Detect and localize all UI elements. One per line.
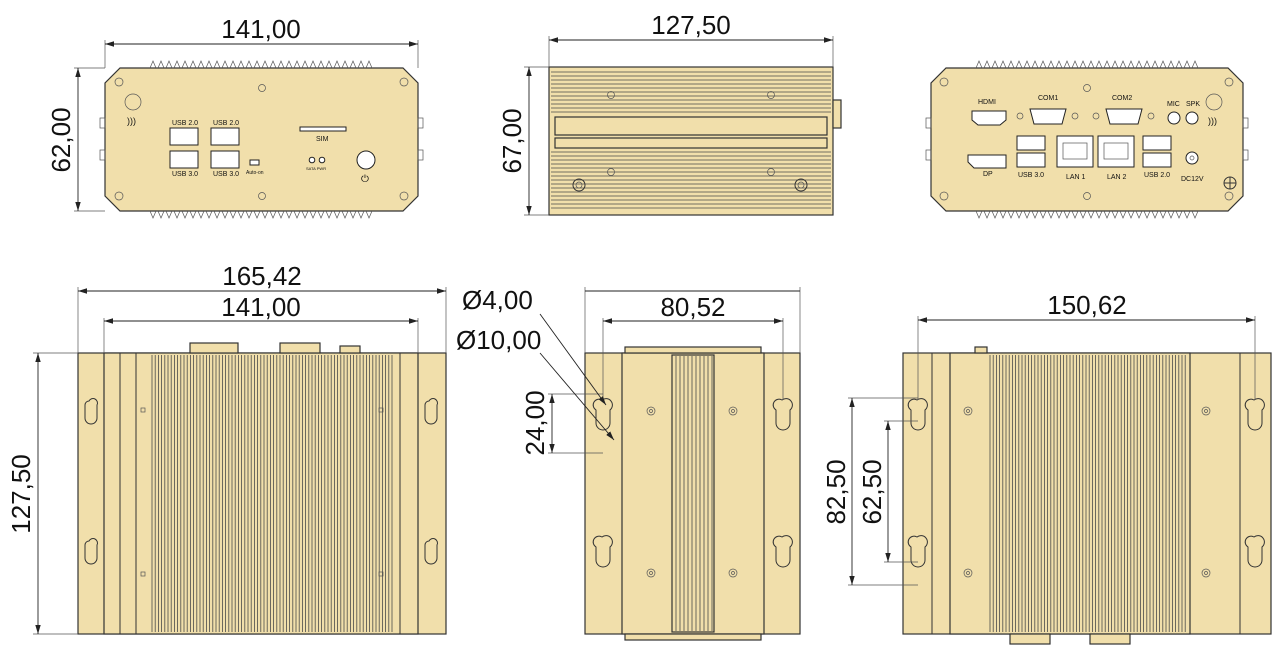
- top-view: [77, 342, 447, 635]
- lan1-label: LAN 1: [1066, 174, 1086, 181]
- dim-top-overall-width: 165,42: [222, 261, 302, 291]
- keyhole-slot: [1244, 398, 1265, 431]
- dim-hole-large: Ø10,00: [456, 325, 541, 355]
- front-usb-port: [169, 127, 199, 146]
- bottom-heatsink-fins: [931, 353, 1241, 634]
- dimension-labels: 141,00 62,00 127,50 67,00 165,42 141,00 …: [6, 10, 1127, 534]
- side-view: [548, 66, 842, 216]
- dim-bracket-spacing: 80,52: [660, 292, 725, 322]
- keyhole-slot: [84, 538, 98, 565]
- led-labels: SATA PWR: [306, 166, 326, 171]
- com1-port: [1029, 108, 1067, 125]
- dim-bottom-width: 150,62: [1047, 290, 1127, 320]
- dimension-lines: [33, 36, 1256, 635]
- dc-jack: [1185, 151, 1199, 165]
- keyhole-slot: [907, 398, 928, 431]
- front-usb-port: [210, 127, 240, 146]
- dim-front-height: 62,00: [46, 107, 76, 172]
- dp-label: DP: [983, 171, 993, 178]
- sim-label: SIM: [316, 136, 329, 143]
- keyhole-slot: [84, 398, 98, 425]
- power-button: [356, 150, 376, 170]
- spk-jack: [1185, 111, 1199, 125]
- keyhole-slot: [772, 398, 793, 431]
- com2-label: COM2: [1112, 95, 1132, 102]
- keyhole-slot: [1244, 535, 1265, 568]
- dim-bottom-inner: 62,50: [857, 459, 887, 524]
- rear-top-teeth: [975, 60, 1199, 69]
- bottom-view: [902, 346, 1272, 645]
- front-top-teeth: [149, 60, 373, 69]
- wifi-icon: ))): [1208, 116, 1217, 126]
- lan2-label: LAN 2: [1107, 174, 1127, 181]
- rear-usb30-label: USB 3.0: [1018, 172, 1044, 179]
- keyhole-slot: [424, 538, 438, 565]
- rear-usb-port: [1016, 152, 1046, 168]
- front-usb-label: USB 2.0: [213, 120, 239, 127]
- top-heatsink-fins: [119, 353, 401, 634]
- dp-port: [967, 154, 1007, 169]
- lan2-port: [1097, 135, 1135, 168]
- bracket-view: [584, 346, 801, 641]
- rear-view: HDMI DP COM1 COM2 MIC SPK ))) USB 3.0 LA…: [925, 60, 1249, 219]
- hdmi-label: HDMI: [978, 99, 996, 106]
- auto-on-label: Auto-on: [246, 170, 264, 176]
- dim-hole-small: Ø4,00: [462, 285, 533, 315]
- power-icon: ⏻: [361, 174, 369, 185]
- dim-side-length: 127,50: [651, 10, 731, 40]
- mic-label: MIC: [1167, 101, 1180, 108]
- front-usb-label: USB 3.0: [172, 171, 198, 178]
- dim-slot-length: 24,00: [520, 390, 550, 455]
- keyhole-slot: [592, 535, 613, 568]
- keyhole-slot: [772, 535, 793, 568]
- front-usb-label: USB 2.0: [172, 120, 198, 127]
- mic-jack: [1167, 111, 1181, 125]
- front-usb-port: [169, 150, 199, 169]
- dim-top-depth: 127,50: [6, 454, 36, 534]
- keyhole-slot: [424, 398, 438, 425]
- dim-front-width: 141,00: [221, 14, 301, 44]
- hdmi-port: [971, 110, 1007, 126]
- bracket-grooves: [675, 356, 713, 631]
- sim-slot: [299, 126, 347, 132]
- rear-usb-port: [1016, 135, 1046, 151]
- led-indicator: [318, 156, 326, 164]
- rear-bottom-teeth: [975, 210, 1199, 219]
- front-view: ))) USB 2.0 USB 2.0 USB 3.0 USB 3.0 Auto…: [99, 60, 424, 219]
- com1-label: COM1: [1038, 95, 1058, 102]
- dim-top-width: 141,00: [221, 292, 301, 322]
- front-usb-port: [210, 150, 240, 169]
- dc-label: DC12V: [1181, 176, 1204, 183]
- keyhole-slot: [592, 398, 613, 431]
- keyhole-slot: [907, 535, 928, 568]
- dim-bottom-outer: 82,50: [821, 459, 851, 524]
- front-usb-label: USB 3.0: [213, 171, 239, 178]
- wifi-icon: ))): [127, 116, 136, 126]
- led-indicator: [308, 156, 316, 164]
- rear-usb-port: [1142, 135, 1172, 151]
- rear-usb20-label: USB 2.0: [1144, 172, 1170, 179]
- rear-usb-port: [1142, 152, 1172, 168]
- side-grooves: [551, 71, 831, 209]
- com2-port: [1105, 108, 1143, 125]
- lan1-port: [1056, 135, 1094, 168]
- dim-side-height: 67,00: [497, 108, 527, 173]
- front-bottom-teeth: [149, 210, 373, 219]
- spk-label: SPK: [1186, 101, 1200, 108]
